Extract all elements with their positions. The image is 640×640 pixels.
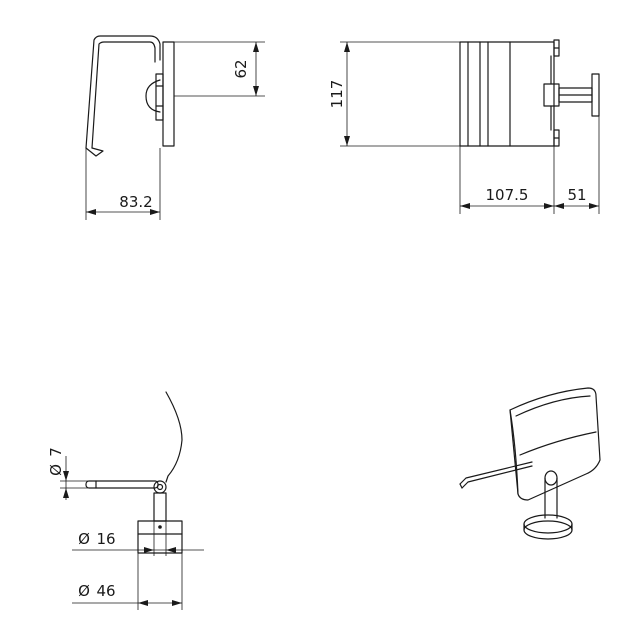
dim-pin-diameter: 7 — [47, 447, 65, 457]
dim-side-width: 83.2 — [119, 193, 152, 211]
side-view-pivot — [145, 79, 161, 113]
dim-front-depth: 51 — [567, 186, 586, 204]
bottom-view-base — [137, 520, 183, 554]
isometric-view — [459, 387, 601, 540]
side-view-plate — [162, 41, 175, 147]
isometric-arm — [459, 461, 533, 489]
dim-front-width: 107.5 — [486, 186, 529, 204]
front-view-base — [591, 73, 600, 117]
front-view: 117 107.5 51 — [328, 39, 600, 214]
bottom-view-cover — [165, 391, 183, 483]
isometric-cover — [509, 387, 601, 501]
dim-diameter-symbol: Ø — [47, 464, 65, 476]
side-view-arm — [85, 35, 161, 149]
side-view: 62 83.2 — [85, 35, 265, 220]
bottom-view-arm — [85, 480, 159, 489]
front-view-body — [459, 41, 555, 147]
dim-front-height: 117 — [328, 80, 346, 109]
dim-diameter-symbol-2: Ø — [78, 530, 90, 548]
bottom-view: Ø 7 Ø 16 Ø 46 — [47, 391, 204, 610]
dim-diameter-symbol-3: Ø — [78, 582, 90, 600]
dim-base-diameter: 46 — [96, 582, 115, 600]
bottom-view-pivot — [153, 480, 167, 494]
dim-arm-diameter: 16 — [96, 530, 115, 548]
dim-side-height: 62 — [232, 59, 250, 78]
